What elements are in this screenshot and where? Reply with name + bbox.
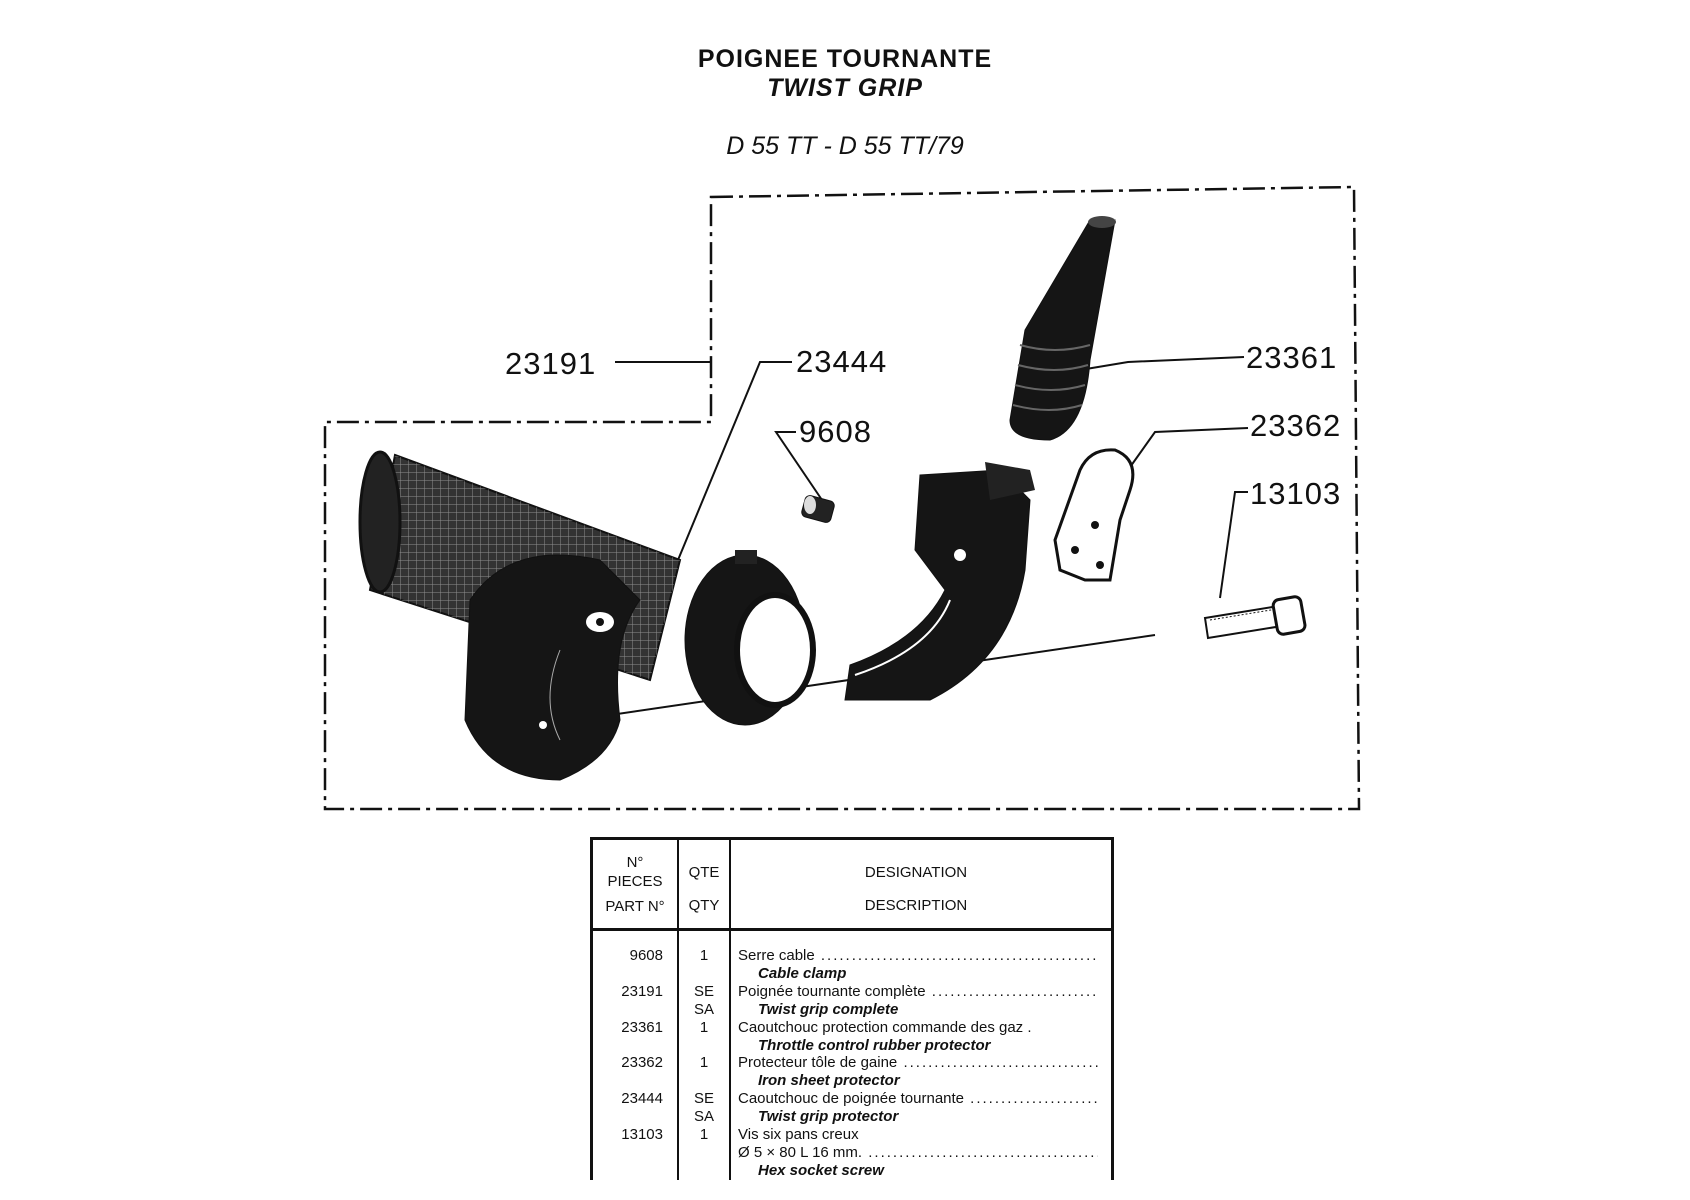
designation-fr: Serre cable ............................… — [738, 947, 1098, 965]
throttle-housing-body — [844, 462, 1035, 701]
part-number: 23362 — [621, 1054, 663, 1071]
description-en: Cable clamp — [758, 965, 847, 982]
leader-lines — [589, 356, 1249, 719]
assembly-boundary — [323, 185, 1361, 811]
designation-fr-line2: Ø 5 × 80 L 16 mm. ......................… — [738, 1144, 1098, 1162]
designation-fr: Caoutchouc protection commande des gaz . — [738, 1019, 1032, 1036]
header-qty-en: QTY — [688, 897, 720, 914]
leader-dots: ........................................… — [868, 1144, 1098, 1161]
callout-23444: 23444 — [796, 344, 888, 379]
quantity: 1 — [699, 1019, 709, 1036]
header-divider — [593, 928, 1111, 931]
cable-clamp-part — [801, 495, 835, 523]
description-en: Throttle control rubber protector — [758, 1037, 991, 1054]
header-desc-fr: DESIGNATION — [864, 864, 968, 881]
quantity-alt: SA — [693, 1001, 714, 1018]
leader-dots: ........................................… — [931, 983, 1098, 1000]
parts-table: N° PIECES PART N° QTE QTY DESIGNATION DE… — [590, 837, 1114, 1180]
part-number: 13103 — [621, 1126, 663, 1143]
quantity: 1 — [699, 1054, 709, 1071]
description-en: Iron sheet protector — [758, 1072, 900, 1089]
designation-fr: Caoutchouc de poignée tournante ........… — [738, 1090, 1098, 1108]
table-row: 23362 1 Protecteur tôle de gaine .........… — [593, 1054, 1111, 1090]
quantity-alt: SA — [693, 1108, 714, 1125]
designation-fr: Poignée tournante complète .............… — [738, 983, 1098, 1001]
designation-fr: Vis six pans creux — [738, 1126, 859, 1143]
leader-dots: ........................................… — [970, 1090, 1098, 1107]
part-number: 23191 — [621, 983, 663, 1000]
header-part-fr-1: N° — [626, 854, 644, 871]
throttle-rubber-boot — [1009, 216, 1116, 441]
column-divider — [679, 840, 731, 1180]
iron-sheet-protector — [1053, 448, 1135, 582]
throttle-drum — [684, 550, 816, 726]
quantity: 1 — [699, 947, 709, 964]
model-designation: D 55 TT - D 55 TT/79 — [726, 132, 964, 160]
hex-socket-screw — [1203, 595, 1307, 640]
description-en: Twist grip complete — [758, 1001, 899, 1018]
callout-23362: 23362 — [1250, 408, 1342, 443]
callout-13103: 13103 — [1250, 476, 1342, 511]
designation-fr: Protecteur tôle de gaine ...............… — [738, 1054, 1098, 1072]
header-part-en: PART N° — [605, 898, 665, 915]
description-en: Hex socket screw — [758, 1162, 884, 1179]
header-desc-en: DESCRIPTION — [864, 897, 968, 914]
callout-9608: 9608 — [799, 414, 872, 449]
table-row: 23361 1 Caoutchouc protection commande des… — [593, 1019, 1111, 1055]
twist-grip-housing — [464, 554, 641, 781]
title-french: POIGNEE TOURNANTE — [697, 45, 993, 73]
description-en: Twist grip protector — [758, 1108, 899, 1125]
header-qty-fr: QTE — [688, 864, 720, 881]
quantity: SE — [693, 1090, 714, 1107]
part-number: 23444 — [621, 1090, 663, 1107]
title-english: TWIST GRIP — [767, 74, 923, 102]
part-number: 9608 — [629, 947, 663, 964]
callout-23191: 23191 — [505, 346, 597, 381]
leader-dots: ........................................… — [903, 1054, 1098, 1071]
callout-23361: 23361 — [1246, 340, 1338, 375]
table-row: 9608 1 Serre cable .......................… — [593, 947, 1111, 983]
header-part-fr-2: PIECES — [607, 873, 663, 890]
column-divider — [593, 840, 679, 1180]
part-number: 23361 — [621, 1019, 663, 1036]
leader-dots: ........................................… — [820, 947, 1098, 964]
quantity: 1 — [699, 1126, 709, 1143]
quantity: SE — [693, 983, 714, 1000]
